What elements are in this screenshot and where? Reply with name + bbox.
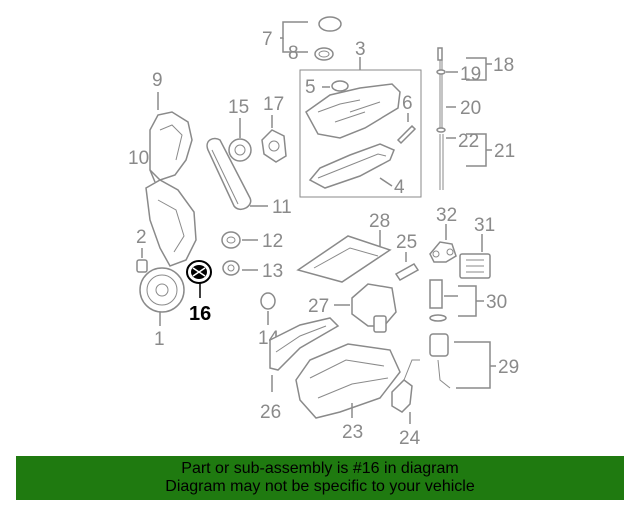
parts-diagram: 3 4 5 6 7 8 9 10 2 1 16 15 — [128, 16, 519, 449]
label-20: 20 — [460, 98, 481, 119]
label-25: 25 — [396, 232, 417, 253]
label-4: 4 — [394, 177, 405, 198]
label-32: 32 — [436, 205, 457, 226]
windage-tray-part — [296, 235, 392, 283]
label-17: 17 — [263, 94, 284, 115]
timing-belt-part — [206, 137, 252, 210]
oil-pan-gasket-part — [269, 317, 340, 371]
label-7: 7 — [262, 29, 273, 50]
label-19: 19 — [460, 64, 481, 85]
label-1: 1 — [154, 329, 165, 350]
label-10: 10 — [128, 148, 149, 169]
label-31: 31 — [474, 215, 495, 236]
label-15: 15 — [228, 97, 249, 118]
label-2: 2 — [136, 227, 147, 248]
lower-timing-cover-part — [145, 179, 197, 267]
label-26: 26 — [260, 402, 281, 423]
label-27: 27 — [308, 296, 329, 317]
footer-line-2: Diagram may not be specific to your vehi… — [165, 478, 475, 495]
part-16-highlighted[interactable] — [186, 260, 212, 284]
label-28: 28 — [369, 211, 390, 232]
label-30: 30 — [486, 292, 507, 313]
label-12: 12 — [262, 231, 283, 252]
label-11: 11 — [272, 197, 292, 218]
label-8: 8 — [288, 43, 299, 64]
label-9: 9 — [152, 70, 163, 91]
label-18: 18 — [493, 55, 514, 76]
label-3: 3 — [355, 39, 366, 60]
label-6: 6 — [402, 93, 413, 114]
label-21: 21 — [494, 141, 515, 162]
label-24: 24 — [399, 428, 421, 449]
label-22: 22 — [458, 131, 479, 152]
label-16[interactable]: 16 — [189, 303, 211, 325]
label-13: 13 — [262, 261, 283, 282]
crank-pulley-part — [139, 267, 185, 313]
footer-line-1: Part or sub-assembly is #16 in diagram — [181, 460, 459, 477]
footer-info-bar: Part or sub-assembly is #16 in diagram D… — [16, 456, 624, 500]
label-29: 29 — [498, 357, 519, 378]
label-5: 5 — [305, 77, 316, 98]
valve-cover-gasket-part — [308, 143, 395, 189]
upper-timing-cover-part — [149, 111, 193, 181]
oil-pan-part — [295, 343, 401, 419]
label-23: 23 — [342, 422, 363, 443]
